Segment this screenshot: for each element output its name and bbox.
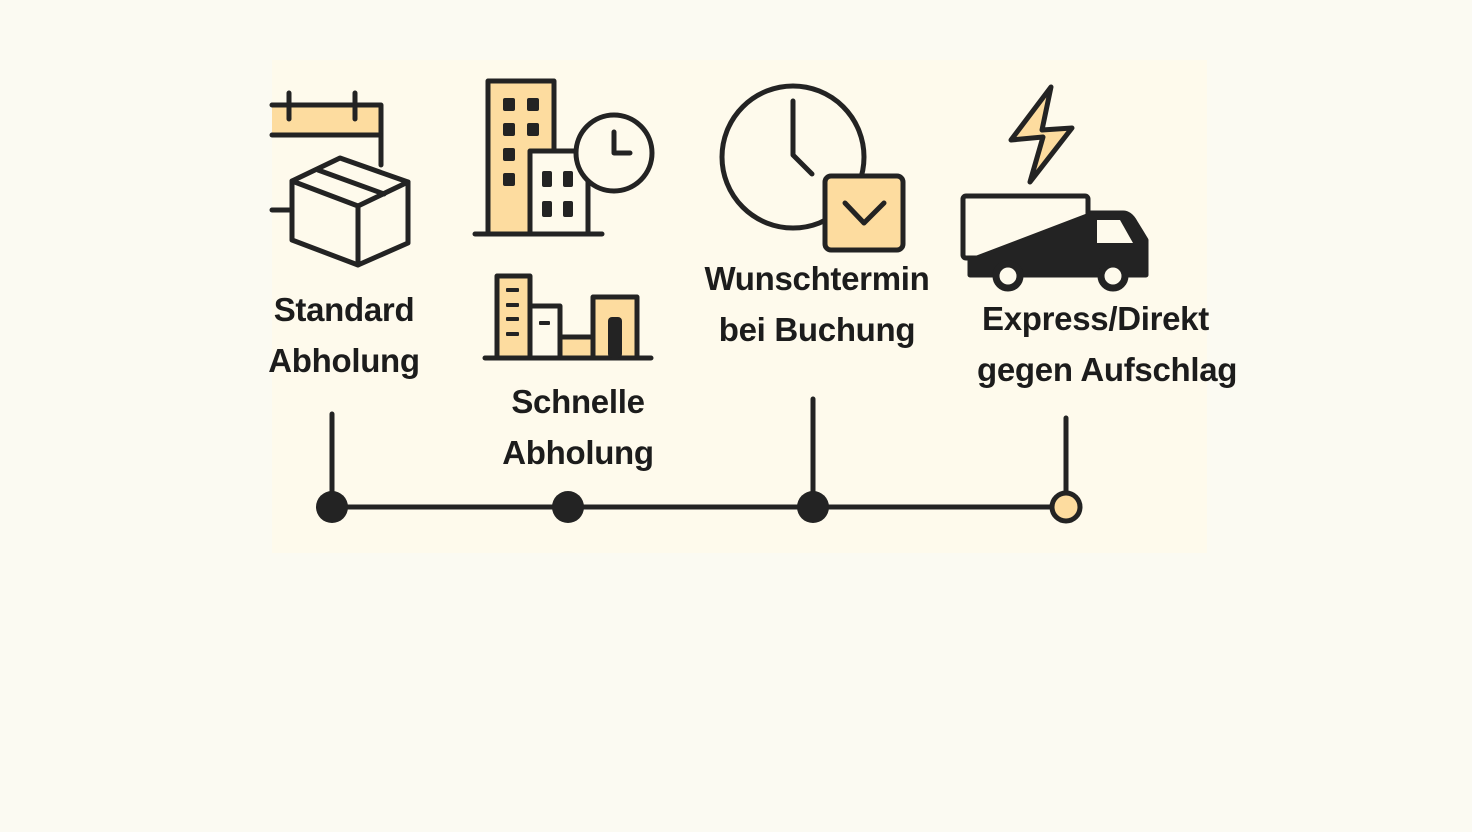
clock-checkbox-icon [719, 83, 906, 253]
marker-wunschtermin [797, 491, 829, 523]
buildings-clock-icon [472, 78, 655, 237]
marker-schnell [552, 491, 584, 523]
label-wunschtermin: Wunschtermin bei Buchung [704, 260, 930, 348]
city-buildings-icon [482, 273, 654, 361]
label-schnell: Schnelle Abholung [502, 383, 654, 471]
timeline-axis [329, 396, 1069, 510]
marker-express [1049, 490, 1083, 524]
label-express: Express/Direkt gegen Aufschlag [977, 300, 1238, 388]
label-standard: Standard Abholung [268, 291, 420, 379]
marker-standard [316, 491, 348, 523]
calendar-box-icon [269, 90, 411, 268]
lightning-truck-icon [960, 84, 1149, 292]
